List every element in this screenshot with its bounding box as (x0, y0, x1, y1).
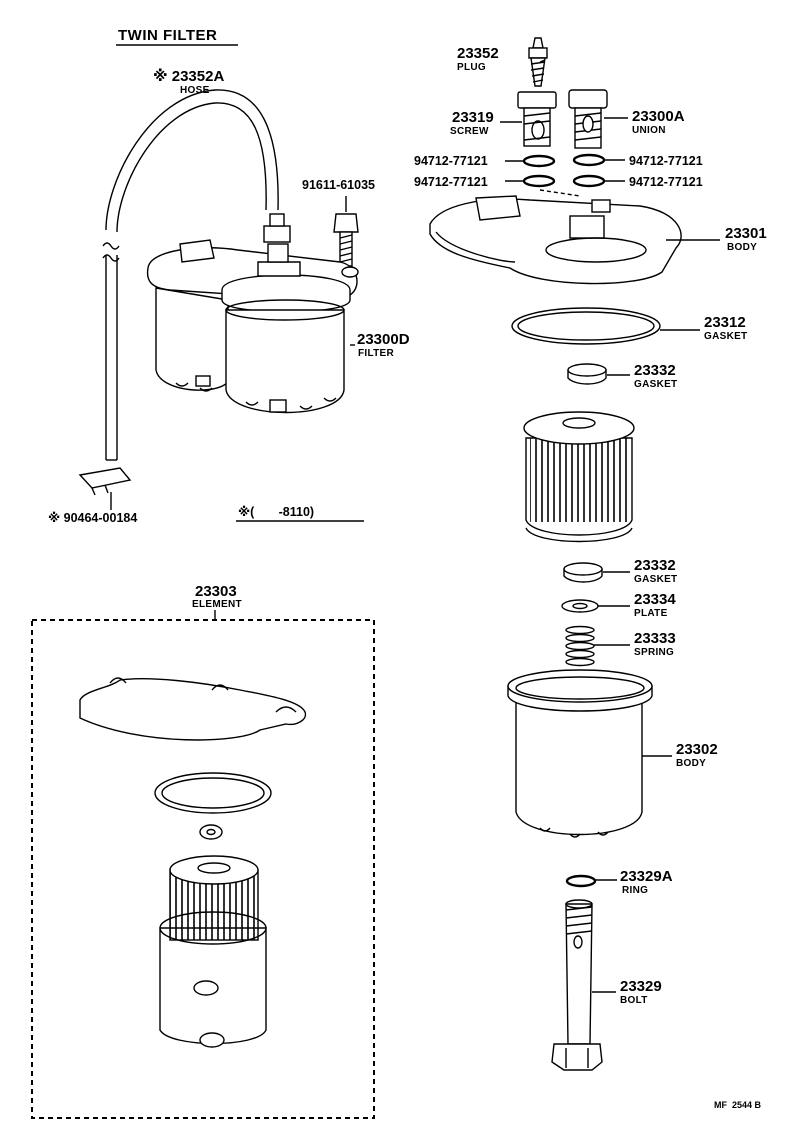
bolt-91611-drawing (333, 213, 359, 267)
spring-drawing (565, 625, 595, 667)
screw-part-number: 23319 (452, 109, 494, 126)
body-top-part-name: BODY (727, 242, 757, 253)
spring-part-name: SPRING (634, 647, 674, 658)
washer-right-2-part-number: 94712-77121 (629, 175, 703, 189)
ring-part-number: 23329A (620, 868, 673, 885)
gasket-2-part-number: 23332 (634, 557, 676, 574)
plate-part-number: 23334 (634, 591, 676, 608)
plug-part-number: 23352 (457, 45, 499, 62)
screw-part-name: SCREW (450, 126, 489, 137)
element-part-number: 23303 (195, 583, 237, 600)
plug-drawing (528, 37, 548, 87)
element-group-box (31, 619, 375, 1119)
hose-part-name: HOSE (180, 85, 210, 96)
washers-drawing (522, 153, 606, 188)
filter-part-number: 23300D (357, 331, 410, 348)
gasket-big-part-name: GASKET (704, 331, 747, 342)
washer-right-1-part-number: 94712-77121 (629, 154, 703, 168)
union-part-number: 23300A (632, 108, 685, 125)
body-bowl-part-name: BODY (676, 758, 706, 769)
body-bowl-part-number: 23302 (676, 741, 718, 758)
bolt-part-name: BOLT (620, 995, 648, 1006)
washer-left-1-part-number: 94712-77121 (414, 154, 488, 168)
range-note: ※( -8110) (238, 505, 314, 519)
twin-filter-drawing (146, 213, 359, 414)
diagram-title: TWIN FILTER (118, 27, 217, 44)
screw-drawing (517, 91, 557, 147)
filter-part-name: FILTER (358, 348, 395, 359)
cartridge-drawing (523, 411, 635, 543)
plug-part-name: PLUG (457, 62, 486, 73)
ring-part-name: RING (622, 885, 648, 896)
gasket-1-part-name: GASKET (634, 379, 677, 390)
leader-lines (500, 59, 720, 993)
clip-drawing (78, 467, 132, 496)
gasket-2-part-name: GASKET (634, 574, 677, 585)
bowl-body-drawing (507, 669, 653, 838)
bolt-drawing (551, 899, 603, 1071)
hose-part-number: ※ 23352A (153, 67, 224, 85)
spring-part-number: 23333 (634, 630, 676, 647)
bolt-91611-part-number: 91611-61035 (302, 178, 375, 192)
plate-part-name: PLATE (634, 608, 668, 619)
gasket-big-part-number: 23312 (704, 314, 746, 331)
element-drawing (79, 677, 307, 1048)
gasket-small-2-drawing (563, 562, 603, 583)
clip-part-number: ※ 90464-00184 (48, 511, 137, 525)
body-top-part-number: 23301 (725, 225, 767, 242)
top-body-drawing (429, 189, 682, 285)
gasket-1-part-number: 23332 (634, 362, 676, 379)
hose-drawing (102, 89, 279, 461)
element-part-name: ELEMENT (192, 599, 242, 610)
ring-drawing (565, 874, 597, 888)
gasket-big-drawing (511, 307, 661, 345)
plate-drawing (561, 599, 599, 613)
footer-code: MF 2544 B (714, 1100, 762, 1110)
union-part-name: UNION (632, 125, 666, 136)
union-drawing (568, 89, 608, 149)
bolt-part-number: 23329 (620, 978, 662, 995)
washer-left-2-part-number: 94712-77121 (414, 175, 488, 189)
gasket-small-1-drawing (567, 363, 607, 385)
